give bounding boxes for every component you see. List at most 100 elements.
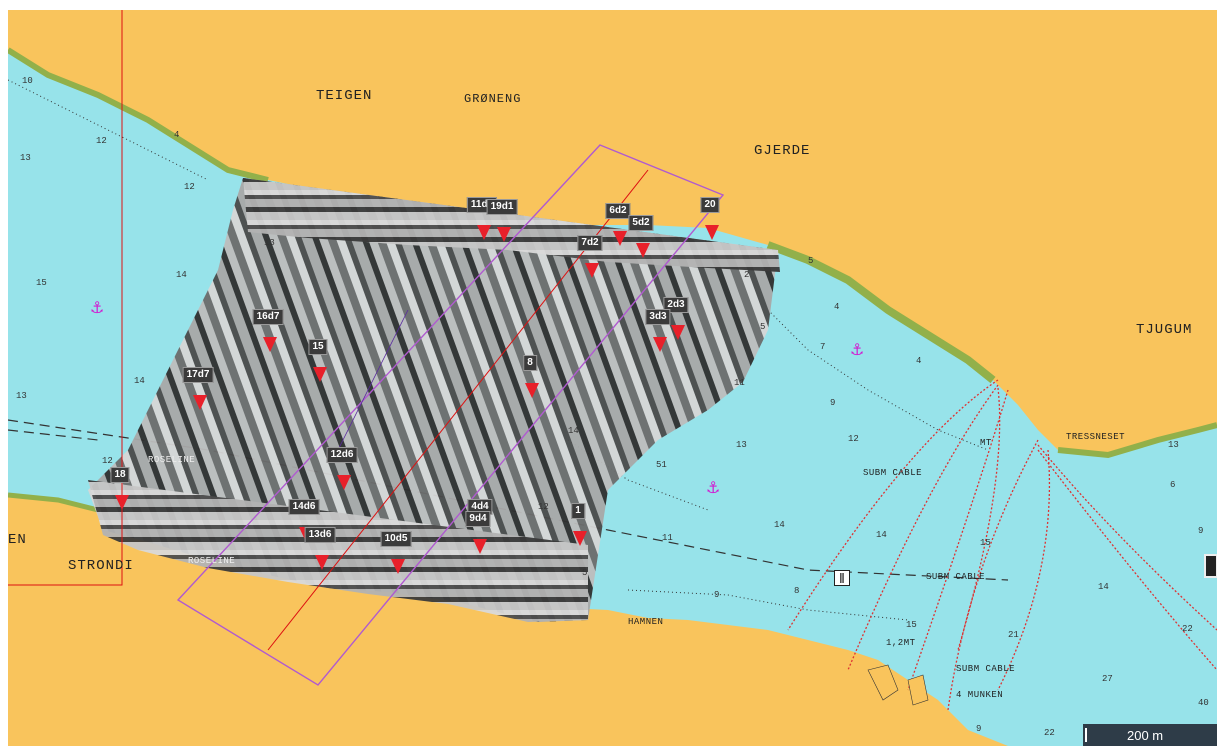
depth-sounding: 14 (774, 520, 785, 530)
depth-sounding: 4 (916, 356, 922, 366)
marker-triangle (497, 227, 511, 242)
place-en: EN (8, 532, 27, 548)
marker-label: 9d4 (465, 511, 491, 527)
marker-triangle (193, 395, 207, 410)
depth-sounding: 9 (714, 590, 720, 600)
marker-triangle (337, 475, 351, 490)
marker-label: 15 (308, 339, 328, 355)
anchor-icon: ⚓ (706, 478, 721, 497)
survey-marker[interactable]: 15 (308, 339, 328, 382)
depth-sounding: 51 (656, 460, 667, 470)
depth-sounding: 14 (876, 530, 887, 540)
depth-sounding: 13 (16, 391, 27, 401)
wreck-icon: ǁ (834, 570, 850, 586)
marker-triangle (585, 263, 599, 278)
depth-sounding: 11 (734, 378, 745, 388)
marker-triangle (573, 531, 587, 546)
nautical-chart[interactable]: TEIGEN GRØNENG GJERDE TJUGUM EN STRONDI … (8, 10, 1217, 746)
place-hamnen: HAMNEN (628, 617, 664, 627)
marker-label: 12d6 (326, 447, 358, 463)
depth-sounding: 13 (736, 440, 747, 450)
marker-label: 6d2 (605, 203, 631, 219)
marker-triangle (636, 243, 650, 258)
marker-triangle (477, 225, 491, 240)
depth-sounding: 14 (176, 270, 187, 280)
survey-marker[interactable]: 18 (110, 467, 130, 510)
survey-marker[interactable]: 11d1 (466, 197, 498, 240)
marker-triangle (705, 225, 719, 240)
marker-label: 19d1 (486, 199, 518, 215)
place-teigen: TEIGEN (316, 88, 373, 104)
marker-label: 16d7 (252, 309, 284, 325)
depth-sounding: 4 (174, 130, 180, 140)
label-mt-2: MT (980, 438, 992, 448)
marker-label: 1 (571, 503, 585, 519)
depth-sounding: 12 (102, 456, 113, 466)
depth-sounding: 6 (1170, 480, 1176, 490)
survey-marker[interactable]: 1 (571, 503, 587, 546)
survey-marker[interactable]: 13d6 (304, 527, 336, 570)
survey-marker[interactable]: 9d4 (465, 511, 491, 554)
marker-triangle (473, 539, 487, 554)
survey-marker[interactable]: 6d2 (605, 203, 631, 246)
depth-sounding: 15 (36, 278, 47, 288)
depth-sounding: 13 (264, 238, 275, 248)
survey-marker[interactable]: 4d4 (467, 499, 493, 529)
place-strondi: STRONDI (68, 558, 134, 574)
depth-sounding: 15 (980, 538, 991, 548)
place-gjerde: GJERDE (754, 143, 811, 159)
marker-label: 17d7 (182, 367, 214, 383)
marker-label: 20 (700, 197, 720, 213)
marker-label: 7d2 (577, 235, 603, 251)
place-tjugum: TJUGUM (1136, 322, 1193, 338)
survey-marker[interactable]: 8 (523, 355, 539, 398)
scale-bar-tick (1085, 728, 1087, 742)
depth-sounding: 5 (808, 256, 814, 266)
survey-marker[interactable]: 3d3 (645, 309, 671, 352)
label-subm-cable-1: SUBM CABLE (863, 468, 923, 478)
label-mt-1: 1,2MT (886, 638, 916, 648)
depth-sounding: 5 (582, 568, 588, 578)
depth-sounding: 12 (538, 502, 549, 512)
depth-sounding: 21 (1008, 630, 1019, 640)
place-tressneset: TRESSNESET (1066, 432, 1126, 442)
marker-label: 10d5 (380, 531, 412, 547)
marker-triangle (525, 383, 539, 398)
marker-triangle (115, 495, 129, 510)
depth-sounding: 22 (1044, 728, 1055, 738)
survey-marker[interactable]: 7d2 (577, 235, 603, 278)
scale-bar: 200 m (1083, 724, 1217, 746)
depth-sounding: 4 (834, 302, 840, 312)
depth-sounding: 12 (96, 136, 107, 146)
survey-marker[interactable]: 5d2 (628, 215, 654, 258)
depth-sounding: 11 (662, 533, 673, 543)
depth-sounding: 14 (134, 376, 145, 386)
depth-sounding: 14 (1098, 582, 1109, 592)
survey-marker[interactable]: 20 (700, 197, 720, 240)
survey-marker[interactable]: 12d6 (326, 447, 358, 490)
place-munken: 4 MUNKEN (956, 690, 1004, 700)
marker-label: 5d2 (628, 215, 654, 231)
marker-triangle (391, 559, 405, 574)
depth-sounding: 8 (794, 586, 800, 596)
depth-sounding: 5 (760, 322, 766, 332)
depth-sounding: 13 (1168, 440, 1179, 450)
lighthouse-icon (1204, 554, 1217, 578)
survey-marker[interactable]: 17d7 (182, 367, 214, 410)
scale-bar-label: 200 m (1127, 727, 1164, 743)
marker-label: 3d3 (645, 309, 671, 325)
depth-sounding: 22 (1182, 624, 1193, 634)
survey-marker[interactable]: 19d1 (486, 199, 518, 242)
depth-sounding: 40 (1198, 698, 1209, 708)
depth-sounding: 13 (20, 153, 31, 163)
survey-marker[interactable]: 16d7 (252, 309, 284, 352)
survey-marker[interactable]: 2d3 (663, 297, 689, 340)
survey-marker[interactable]: 10d5 (380, 531, 412, 574)
depth-sounding: 12 (848, 434, 859, 444)
marker-label: 18 (110, 467, 130, 483)
marker-triangle (313, 367, 327, 382)
depth-sounding: 7 (820, 342, 826, 352)
depth-sounding: 14 (568, 426, 579, 436)
marker-label: 13d6 (304, 527, 336, 543)
depth-sounding: 9 (830, 398, 836, 408)
